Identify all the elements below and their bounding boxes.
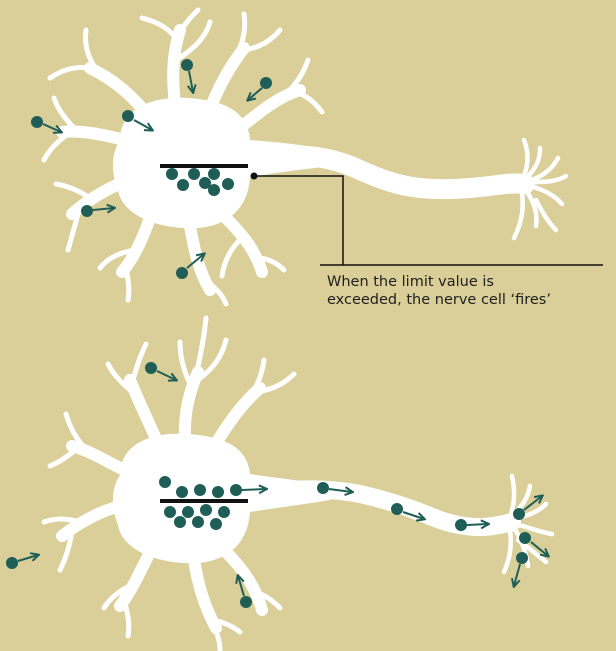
neuron-bottom xyxy=(44,318,552,650)
signal-arrow-icon xyxy=(145,362,176,380)
signal-arrow-icon xyxy=(81,205,114,217)
signal-arrow-icon xyxy=(514,552,528,586)
neuron-top xyxy=(44,10,566,304)
signal-arrow-icon xyxy=(248,77,272,100)
signal-arrow-icon xyxy=(31,116,61,132)
signal-arrow-icon xyxy=(6,555,38,569)
callout-text-line1: When the limit value is xyxy=(327,274,494,290)
axon-bottom xyxy=(245,489,512,527)
signal-arrow-icon xyxy=(181,59,193,92)
axon-top xyxy=(245,155,525,189)
callout-text-line2: exceeded, the nerve cell ‘fires’ xyxy=(327,292,551,308)
